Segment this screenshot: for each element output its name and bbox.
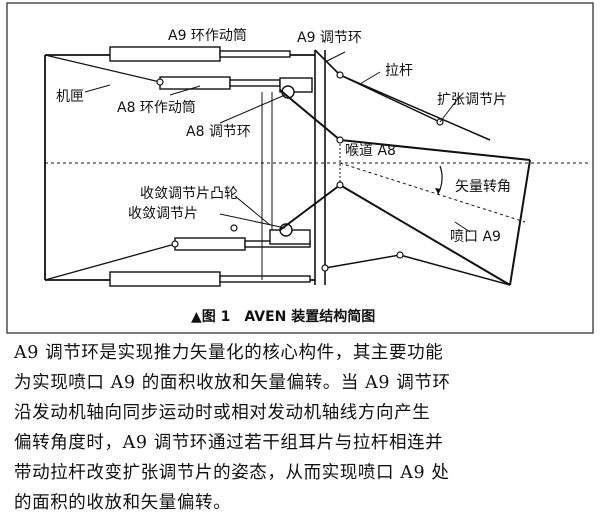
diagram-svg: A9 环作动筒 A9 调节环 拉杆 机匣 A8 环作动筒 扩张调节片 A8 调节… xyxy=(6,2,594,334)
label-cam: 收敛调节片凸轮 xyxy=(140,186,238,202)
label-a8-actuator: A8 环作动筒 xyxy=(117,99,196,116)
label-nozzle-exit: 喷口 A9 xyxy=(450,229,501,245)
body-line-4: 偏转角度时，A9 调节环通过若干组耳片与拉杆相连并 xyxy=(14,433,444,453)
divergent-flaps xyxy=(339,139,531,286)
body-line-2: 为实现喷口 A9 的面积收放和矢量偏转。当 A9 调节环 xyxy=(14,373,451,393)
a9-actuator-lower xyxy=(109,271,311,287)
figure-caption: ▲图 1 AVEN 装置结构简图 xyxy=(191,308,375,325)
pivot-joints xyxy=(156,71,444,272)
body-line-3: 沿发动机轴向同步运动时或相对发动机轴线方向产生 xyxy=(14,403,431,423)
a9-actuator-upper xyxy=(109,46,291,62)
body-line-5: 带动拉杆改变扩张调节片的姿态，从而实现喷口 A9 处 xyxy=(14,463,450,483)
a8-ring xyxy=(269,77,313,245)
label-throat: 喉道 A8 xyxy=(345,143,396,159)
casing-links xyxy=(44,54,176,281)
body-line-6: 的面积的收放和矢量偏转。 xyxy=(14,493,232,513)
label-a8-ring: A8 调节环 xyxy=(186,124,251,140)
label-divergent-flap: 扩张调节片 xyxy=(437,92,507,108)
label-vector-angle: 矢量转角 xyxy=(455,179,511,195)
figure-border xyxy=(6,2,594,334)
label-pull-rod: 拉杆 xyxy=(385,63,413,79)
leader-lines xyxy=(84,51,471,233)
label-frame: 机匣 xyxy=(56,89,84,105)
a9-ring xyxy=(314,49,341,285)
internal-rods xyxy=(261,92,273,280)
label-convergent-flap: 收敛调节片 xyxy=(128,206,198,222)
vector-axis xyxy=(339,162,526,223)
pull-rods xyxy=(324,74,511,286)
a8-actuator-upper xyxy=(159,76,281,90)
label-a9-ring: A9 调节环 xyxy=(297,30,362,46)
aven-structure-diagram: A9 环作动筒 A9 调节环 拉杆 机匣 A8 环作动筒 扩张调节片 A8 调节… xyxy=(6,2,594,334)
label-a9-actuator: A9 环作动筒 xyxy=(168,27,247,44)
body-line-1: A9 调节环是实现推力矢量化的核心构件，其主要功能 xyxy=(14,343,444,363)
convergent-flaps xyxy=(279,89,341,231)
vector-angle-arrow xyxy=(435,188,441,194)
body-text: A9 调节环是实现推力矢量化的核心构件，其主要功能 为实现喷口 A9 的面积收放… xyxy=(14,338,594,518)
